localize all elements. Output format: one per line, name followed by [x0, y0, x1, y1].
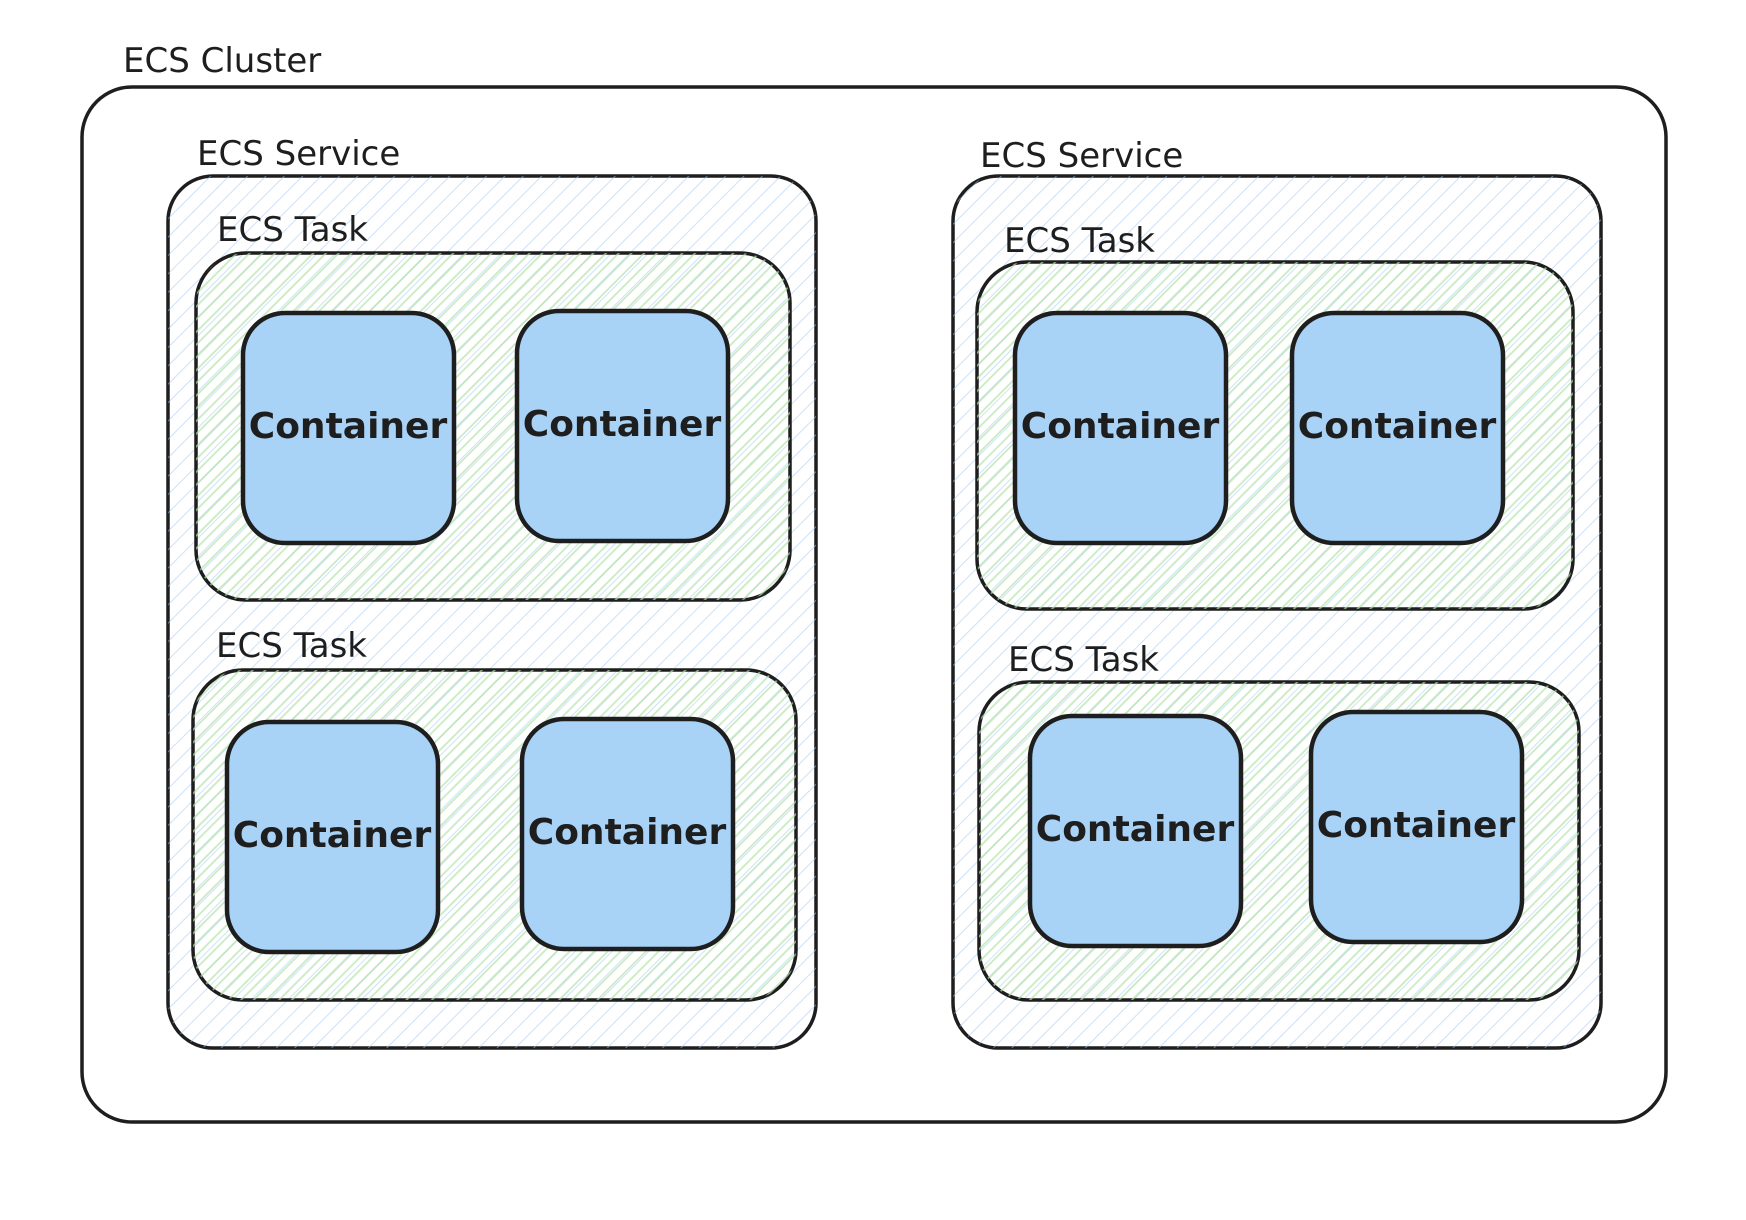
cluster-label: ECS Cluster: [123, 41, 321, 81]
container-label: Container: [233, 815, 432, 856]
container-label: Container: [528, 812, 727, 853]
container-label: Container: [249, 406, 448, 447]
ecs-service-1: ECS Service ECS Task Container Container…: [166, 134, 818, 1050]
container-2-1-1: Container: [1012, 310, 1229, 546]
container-box: [519, 716, 736, 952]
container-2-1-2: Container: [1289, 310, 1506, 546]
container-box: [224, 719, 441, 955]
container-1-2-2: Container: [519, 716, 736, 952]
container-2-2-1: Container: [1027, 713, 1244, 949]
task-2-1-label: ECS Task: [1004, 221, 1155, 261]
container-1-2-1: Container: [224, 719, 441, 955]
task-1-2-label: ECS Task: [216, 626, 367, 666]
ecs-task-2-1: ECS Task Container Container: [975, 221, 1575, 611]
container-box: [240, 310, 457, 546]
task-1-1-label: ECS Task: [217, 210, 368, 250]
container-box: [514, 308, 731, 544]
container-box: [1308, 709, 1525, 945]
container-label: Container: [1317, 805, 1516, 846]
service-1-label: ECS Service: [197, 134, 400, 174]
container-box: [1012, 310, 1229, 546]
container-label: Container: [1021, 406, 1220, 447]
container-1-1-1: Container: [240, 310, 457, 546]
container-box: [1289, 310, 1506, 546]
ecs-task-1-2: ECS Task Container Container: [191, 626, 798, 1002]
container-2-2-2: Container: [1308, 709, 1525, 945]
container-1-1-2: Container: [514, 308, 731, 544]
service-2-label: ECS Service: [980, 136, 1183, 176]
ecs-task-1-1: ECS Task Container Container: [194, 210, 792, 602]
container-box: [1027, 713, 1244, 949]
task-2-2-label: ECS Task: [1008, 640, 1159, 680]
ecs-task-2-2: ECS Task Container Container: [977, 640, 1581, 1002]
container-label: Container: [1036, 809, 1235, 850]
ecs-cluster: ECS Cluster: [80, 41, 1668, 1124]
container-label: Container: [523, 404, 722, 445]
container-label: Container: [1298, 406, 1497, 447]
ecs-service-2: ECS Service ECS Task Container Container…: [951, 136, 1603, 1050]
cluster-box: [80, 85, 1668, 1124]
